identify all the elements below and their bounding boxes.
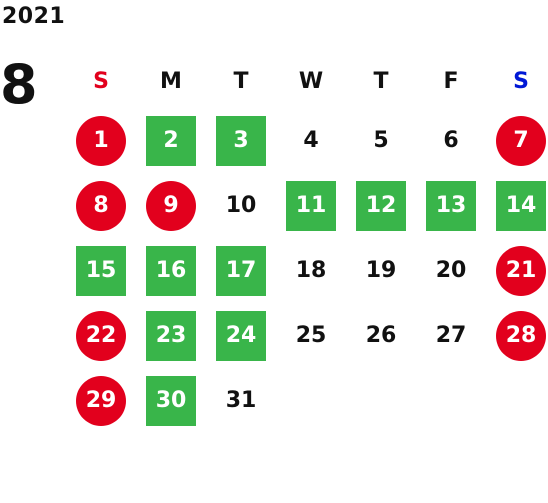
calendar-day-number: 26 [365,323,397,348]
calendar-day-number: 3 [216,115,266,166]
calendar-day-number: 1 [76,115,126,166]
calendar-day-number: 25 [295,323,327,348]
calendar-day-26[interactable]: 26 [346,303,416,368]
calendar-day-6[interactable]: 6 [416,108,486,173]
calendar-day-21[interactable]: 21 [486,238,548,303]
calendar-day-number: 9 [146,180,196,231]
calendar-day-8[interactable]: 8 [66,173,136,238]
calendar-day-12[interactable]: 12 [346,173,416,238]
calendar-day-number: 29 [76,375,126,426]
calendar-day-number: 23 [146,310,196,361]
calendar-day-number: 18 [295,258,327,283]
calendar-day-15[interactable]: 15 [66,238,136,303]
calendar-day-number: 5 [373,128,389,153]
calendar-day-2[interactable]: 2 [136,108,206,173]
calendar-day-number: 30 [146,375,196,426]
calendar-day-18[interactable]: 18 [276,238,346,303]
calendar-day-number: 8 [76,180,126,231]
calendar-day-number: 7 [496,115,546,166]
calendar-day-number: 24 [216,310,266,361]
calendar-day-19[interactable]: 19 [346,238,416,303]
calendar-day-number: 17 [216,245,266,296]
calendar-day-number: 20 [435,258,467,283]
calendar-day-16[interactable]: 16 [136,238,206,303]
calendar-day-23[interactable]: 23 [136,303,206,368]
calendar-day-31[interactable]: 31 [206,368,276,433]
calendar-day-29[interactable]: 29 [66,368,136,433]
calendar-day-13[interactable]: 13 [416,173,486,238]
calendar-day-number: 15 [76,245,126,296]
calendar-day-30[interactable]: 30 [136,368,206,433]
calendar-day-number: 22 [76,310,126,361]
calendar-day-4[interactable]: 4 [276,108,346,173]
calendar-day-number: 10 [225,193,257,218]
calendar-day-number: 6 [443,128,459,153]
calendar-day-28[interactable]: 28 [486,303,548,368]
calendar-day-number: 28 [496,310,546,361]
calendar-day-25[interactable]: 25 [276,303,346,368]
weekday-header-friday: F [443,68,459,94]
calendar-day-11[interactable]: 11 [276,173,346,238]
calendar-day-number: 14 [496,180,546,231]
calendar-day-17[interactable]: 17 [206,238,276,303]
calendar-day-5[interactable]: 5 [346,108,416,173]
weekday-header-tuesday: T [233,68,249,94]
calendar-day-number: 21 [496,245,546,296]
calendar-day-10[interactable]: 10 [206,173,276,238]
calendar-day-number: 11 [286,180,336,231]
calendar-day-20[interactable]: 20 [416,238,486,303]
calendar-day-number: 2 [146,115,196,166]
calendar-day-number: 12 [356,180,406,231]
weekday-header-monday: M [160,68,182,94]
calendar-year: 2021 [2,4,66,29]
calendar-day-number: 19 [365,258,397,283]
calendar-day-3[interactable]: 3 [206,108,276,173]
weekday-header-saturday: S [513,68,529,94]
calendar-day-number: 13 [426,180,476,231]
calendar-day-number: 16 [146,245,196,296]
weekday-header-wednesday: W [298,68,324,94]
calendar-day-number: 27 [435,323,467,348]
calendar-day-24[interactable]: 24 [206,303,276,368]
weekday-header-sunday: S [93,68,109,94]
calendar-day-7[interactable]: 7 [486,108,548,173]
calendar-day-14[interactable]: 14 [486,173,548,238]
calendar-day-22[interactable]: 22 [66,303,136,368]
calendar-day-9[interactable]: 9 [136,173,206,238]
calendar-day-number: 4 [303,128,319,153]
calendar-month: 8 [0,53,38,116]
calendar-day-1[interactable]: 1 [66,108,136,173]
calendar-day-number: 31 [225,388,257,413]
calendar-day-27[interactable]: 27 [416,303,486,368]
weekday-header-thursday: T [373,68,389,94]
